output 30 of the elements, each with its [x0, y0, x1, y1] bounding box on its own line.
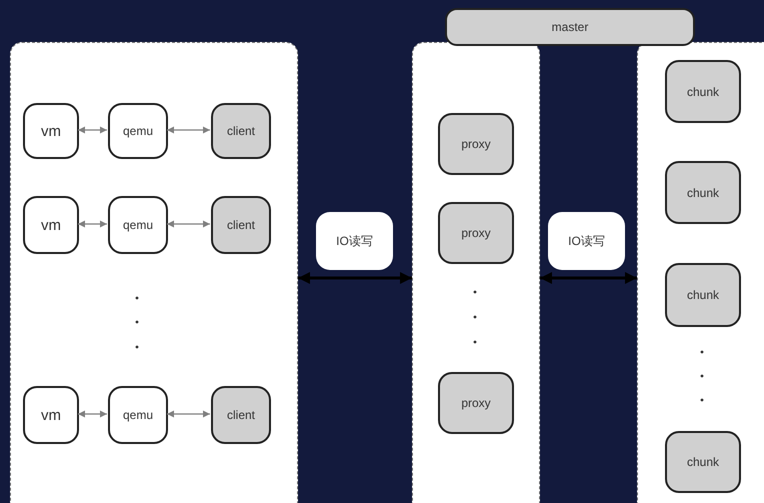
- process-box: qemu: [108, 103, 168, 159]
- panel: [637, 42, 764, 503]
- arrow: [167, 410, 210, 418]
- component-box: proxy: [438, 113, 514, 175]
- component-box: client: [211, 386, 271, 444]
- component-box: client: [211, 196, 271, 254]
- arrow: [78, 126, 107, 134]
- process-box: qemu: [108, 196, 168, 254]
- process-box: vm: [23, 103, 79, 159]
- edge-label: IO读写: [316, 212, 393, 270]
- arrow: [540, 272, 637, 284]
- component-box: chunk: [665, 60, 741, 123]
- component-box: proxy: [438, 372, 514, 434]
- panel: [10, 42, 298, 503]
- component-box: chunk: [665, 161, 741, 224]
- component-box: client: [211, 103, 271, 159]
- arrow: [167, 220, 210, 228]
- process-box: vm: [23, 386, 79, 444]
- process-box: qemu: [108, 386, 168, 444]
- component-box: chunk: [665, 431, 741, 493]
- arrow: [78, 220, 107, 228]
- component-box: master: [445, 8, 695, 46]
- panel: [412, 42, 540, 503]
- arrow: [298, 272, 412, 284]
- arrow: [78, 410, 107, 418]
- component-box: chunk: [665, 263, 741, 327]
- edge-label: IO读写: [548, 212, 625, 270]
- process-box: vm: [23, 196, 79, 254]
- arrow: [167, 126, 210, 134]
- component-box: proxy: [438, 202, 514, 264]
